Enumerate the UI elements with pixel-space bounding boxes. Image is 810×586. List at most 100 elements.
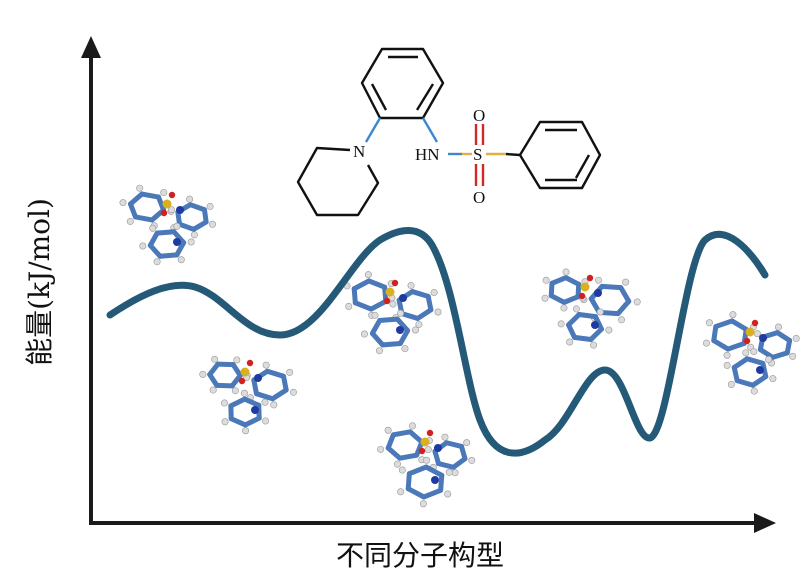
sulfur-atom [420, 437, 430, 447]
bond [405, 486, 427, 500]
bond [406, 464, 429, 477]
y-axis-arrow-icon [81, 36, 101, 58]
hydrogen-atom [451, 469, 459, 477]
hydrogen-atom [633, 298, 641, 306]
hydrogen-atom [261, 398, 269, 406]
hydrogen-atom [750, 348, 758, 356]
hydrogen-atom [397, 309, 405, 317]
hydrogen-atom [423, 456, 431, 464]
bond [397, 452, 420, 461]
hydrogen-atom [220, 399, 228, 407]
conformer-4 [377, 422, 476, 508]
hydrogen-atom [199, 370, 207, 378]
hydrogen-atom [415, 320, 423, 328]
hydrogen-atom [393, 460, 401, 468]
hydrogen-atom [231, 387, 239, 395]
x-axis-arrow-icon [754, 513, 776, 533]
nitrogen-atom [431, 476, 439, 484]
hydrogen-atom [566, 338, 574, 346]
conformer-6 [702, 311, 800, 395]
atom-label-o-top: O [473, 106, 485, 125]
hydrogen-atom [769, 375, 777, 383]
hydrogen-atom [160, 189, 168, 197]
atom-label-nh: HN [415, 145, 440, 164]
hydrogen-atom [468, 456, 476, 464]
bond [770, 350, 790, 360]
bond [615, 298, 632, 317]
hydrogen-atom [139, 242, 147, 250]
nitrogen-atom [756, 366, 764, 374]
hydrogen-atom [240, 389, 248, 397]
bond [377, 316, 400, 324]
bond [228, 396, 248, 409]
hydrogen-atom [401, 345, 409, 353]
sulfur-atom [385, 287, 395, 297]
hydrogen-atom [729, 311, 737, 319]
hydrogen-atom [286, 368, 294, 376]
hydrogen-atom [463, 439, 471, 447]
hydrogen-atom [375, 347, 383, 355]
bond [351, 278, 372, 292]
hydrogen-atom [560, 304, 568, 312]
bond [435, 461, 456, 470]
axes [89, 55, 755, 525]
hydrogen-atom [409, 422, 417, 430]
hydrogen-atom [753, 330, 761, 338]
bond [571, 334, 594, 342]
bond [566, 322, 577, 340]
bond [438, 472, 445, 493]
hydrogen-atom [596, 308, 604, 316]
hydrogen-atom [377, 445, 385, 453]
sulfur-atom [580, 282, 590, 292]
bond [407, 429, 425, 445]
atom-label-o-bottom: O [473, 188, 485, 207]
hydrogen-atom [364, 271, 372, 279]
conformer-models [119, 184, 800, 508]
y-axis-label: 能量(kJ/mol) [23, 198, 56, 366]
oxygen-atom [383, 297, 391, 305]
atom-label-n-piperidine: N [353, 142, 365, 161]
bond [394, 316, 411, 334]
bond [264, 368, 287, 379]
hydrogen-atom [407, 282, 415, 290]
bond [127, 201, 138, 220]
hydrogen-atom [419, 500, 427, 508]
hydrogen-atom [572, 305, 580, 313]
hydrogen-atom [186, 195, 194, 203]
nitrogen-atom [434, 444, 442, 452]
hydrogen-atom [360, 330, 368, 338]
hydrogen-atom [190, 231, 198, 239]
hydrogen-atom [177, 256, 185, 264]
chemical-structure [296, 47, 602, 217]
hydrogen-atom [430, 289, 438, 297]
hydrogen-atom [371, 311, 379, 319]
bond [399, 311, 421, 321]
nitrogen-atom [254, 374, 262, 382]
nitrogen-atom [591, 321, 599, 329]
hydrogen-atom [702, 339, 710, 347]
hydrogen-atom [750, 387, 758, 395]
bond [154, 229, 177, 236]
hydrogen-atom [149, 224, 157, 232]
oxygen-atom [246, 359, 254, 367]
hydrogen-atom [397, 488, 405, 496]
hydrogen-atom [605, 326, 613, 334]
hydrogen-atom [618, 316, 626, 324]
hydrogen-atom [424, 446, 432, 454]
bond [270, 387, 289, 402]
bond [750, 374, 769, 388]
bond [191, 219, 209, 232]
oxygen-atom [578, 292, 586, 300]
oxygen-atom [168, 191, 176, 199]
hydrogen-atom [345, 302, 353, 310]
bond [147, 242, 163, 259]
bond [725, 340, 747, 352]
hydrogen-atom [445, 468, 453, 476]
hydrogen-atom [119, 199, 127, 207]
hydrogen-atom [412, 326, 420, 334]
hydrogen-atom [590, 341, 598, 349]
bond [713, 318, 735, 330]
nitrogen-atom [399, 294, 407, 302]
